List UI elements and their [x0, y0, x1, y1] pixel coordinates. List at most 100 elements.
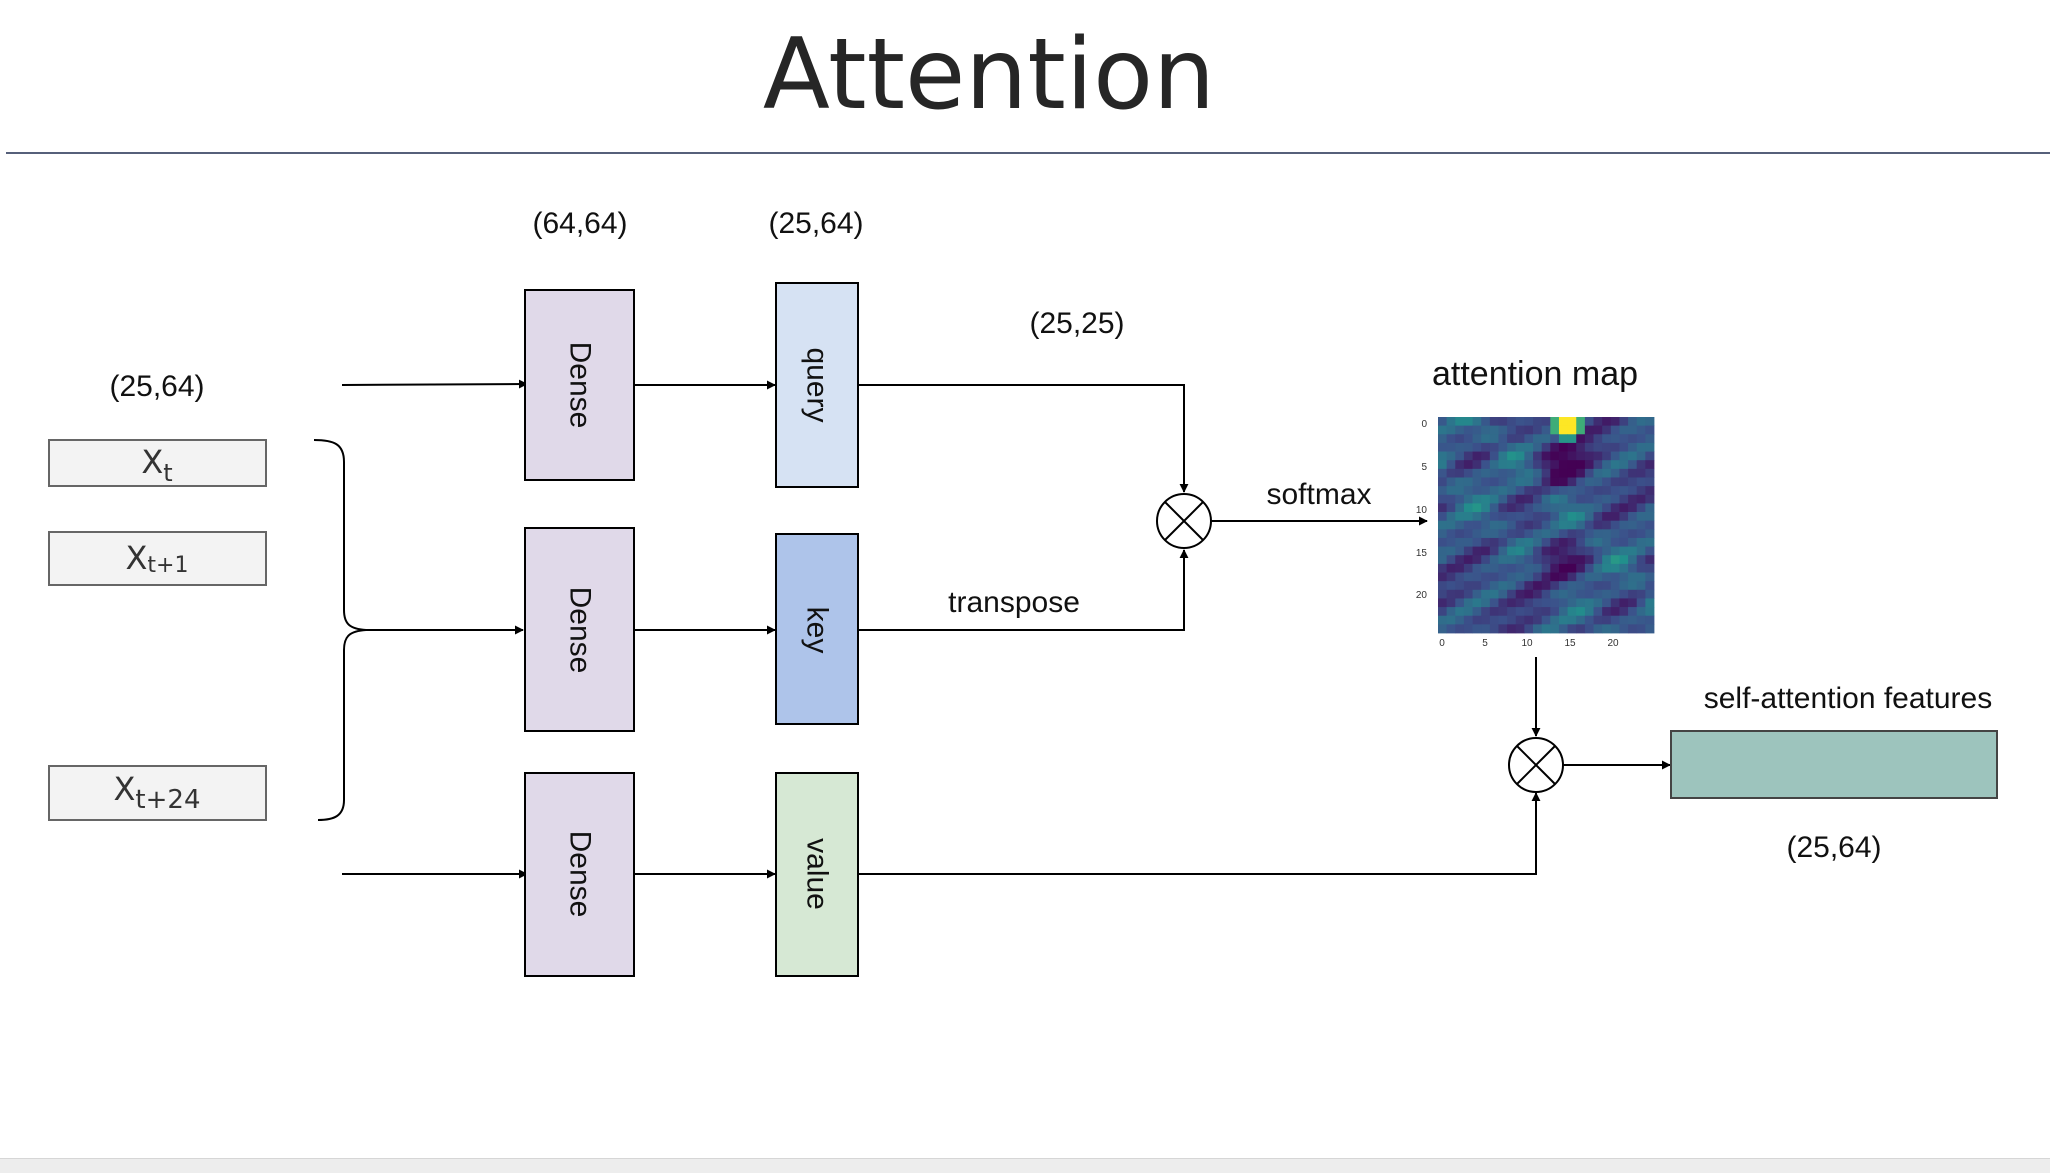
dense-label-value: Dense — [564, 831, 597, 918]
heatmap-cell — [1455, 417, 1465, 427]
heatmap-cell — [1602, 468, 1612, 478]
heatmap-cell — [1619, 520, 1629, 530]
heatmap-cell — [1489, 451, 1499, 461]
heatmap-cell — [1550, 520, 1560, 530]
heatmap-cell — [1593, 546, 1603, 556]
heatmap-cell — [1628, 494, 1638, 504]
heatmap-cell — [1593, 563, 1603, 573]
heatmap-cell — [1636, 503, 1646, 513]
heatmap-cell — [1498, 477, 1508, 487]
heatmap-cell — [1455, 460, 1465, 470]
heatmap-cell — [1489, 425, 1499, 435]
heatmap-cell — [1498, 624, 1508, 634]
heatmap-cell — [1593, 451, 1603, 461]
heatmap-cell — [1498, 512, 1508, 522]
heatmap-cell — [1584, 512, 1594, 522]
heatmap-cell — [1541, 503, 1551, 513]
heatmap-cell — [1584, 494, 1594, 504]
heatmap-cell — [1507, 555, 1517, 565]
heatmap-cell — [1645, 581, 1655, 591]
heatmap-cell — [1636, 425, 1646, 435]
heatmap-cell — [1455, 615, 1465, 625]
heatmap-cell — [1602, 607, 1612, 617]
heatmap-cell — [1645, 503, 1655, 513]
heatmap-cell — [1610, 607, 1620, 617]
heatmap-cell — [1593, 607, 1603, 617]
heatmap-cell — [1645, 546, 1655, 556]
heatmap-cell — [1610, 425, 1620, 435]
heatmap-cell — [1541, 563, 1551, 573]
heatmap-cell — [1584, 537, 1594, 547]
heatmap-cell — [1446, 598, 1456, 608]
heatmap-cell — [1498, 563, 1508, 573]
heatmap-cell — [1507, 434, 1517, 444]
heatmap-cell — [1507, 537, 1517, 547]
heatmap-cell — [1498, 555, 1508, 565]
heatmap-cell — [1550, 546, 1560, 556]
heatmap-cell — [1602, 503, 1612, 513]
heatmap-cell — [1498, 572, 1508, 582]
heatmap-cell — [1438, 589, 1448, 599]
transpose-label: transpose — [948, 586, 1080, 619]
heatmap-cell — [1524, 486, 1534, 496]
heatmap-cell — [1489, 434, 1499, 444]
heatmap-cell — [1576, 512, 1586, 522]
heatmap-cell — [1524, 494, 1534, 504]
heatmap-cell — [1533, 572, 1543, 582]
heatmap-cell — [1576, 442, 1586, 452]
heatmap-cell — [1645, 468, 1655, 478]
heatmap-cell — [1550, 598, 1560, 608]
heatmap-cell — [1472, 529, 1482, 539]
heatmap-cell — [1455, 486, 1465, 496]
heatmap-cell — [1455, 546, 1465, 556]
y-tick-label: 0 — [1421, 419, 1427, 430]
heatmap-cell — [1507, 520, 1517, 530]
heatmap-cell — [1602, 520, 1612, 530]
heatmap-cell — [1628, 512, 1638, 522]
heatmap-cell — [1636, 624, 1646, 634]
heatmap-cell — [1507, 442, 1517, 452]
heatmap-cell — [1593, 572, 1603, 582]
heatmap-cell — [1472, 624, 1482, 634]
heatmap-cell — [1489, 572, 1499, 582]
heatmap-cell — [1558, 589, 1568, 599]
heatmap-cell — [1507, 589, 1517, 599]
heatmap-cell — [1593, 581, 1603, 591]
heatmap-cell — [1628, 555, 1638, 565]
heatmap-cell — [1507, 598, 1517, 608]
value-box — [775, 772, 859, 977]
heatmap-cell — [1463, 529, 1473, 539]
heatmap-cell — [1558, 529, 1568, 539]
heatmap-cell — [1576, 529, 1586, 539]
heatmap-cell — [1472, 434, 1482, 444]
heatmap-cell — [1472, 581, 1482, 591]
heatmap-cell — [1438, 494, 1448, 504]
heatmap-cell — [1593, 417, 1603, 427]
heatmap-cell — [1481, 512, 1491, 522]
heatmap-cell — [1515, 572, 1525, 582]
heatmap-cell — [1558, 451, 1568, 461]
heatmap-cell — [1567, 581, 1577, 591]
heatmap-cell — [1558, 563, 1568, 573]
dense-shape-label: (64,64) — [532, 207, 627, 240]
heatmap-cell — [1515, 460, 1525, 470]
heatmap-cell — [1507, 572, 1517, 582]
heatmap-cell — [1550, 555, 1560, 565]
heatmap-cell — [1593, 486, 1603, 496]
heatmap-cell — [1558, 555, 1568, 565]
heatmap-cell — [1533, 468, 1543, 478]
heatmap-cell — [1541, 486, 1551, 496]
heatmap-cell — [1602, 451, 1612, 461]
heatmap-cell — [1489, 442, 1499, 452]
heatmap-cell — [1515, 451, 1525, 461]
heatmap-cell — [1636, 486, 1646, 496]
heatmap-cell — [1463, 451, 1473, 461]
heatmap-cell — [1558, 581, 1568, 591]
heatmap-cell — [1558, 442, 1568, 452]
heatmap-cell — [1550, 563, 1560, 573]
heatmap-cell — [1489, 537, 1499, 547]
heatmap-cell — [1610, 512, 1620, 522]
heatmap-cell — [1533, 442, 1543, 452]
heatmap-cell — [1472, 494, 1482, 504]
heatmap-cell — [1636, 563, 1646, 573]
